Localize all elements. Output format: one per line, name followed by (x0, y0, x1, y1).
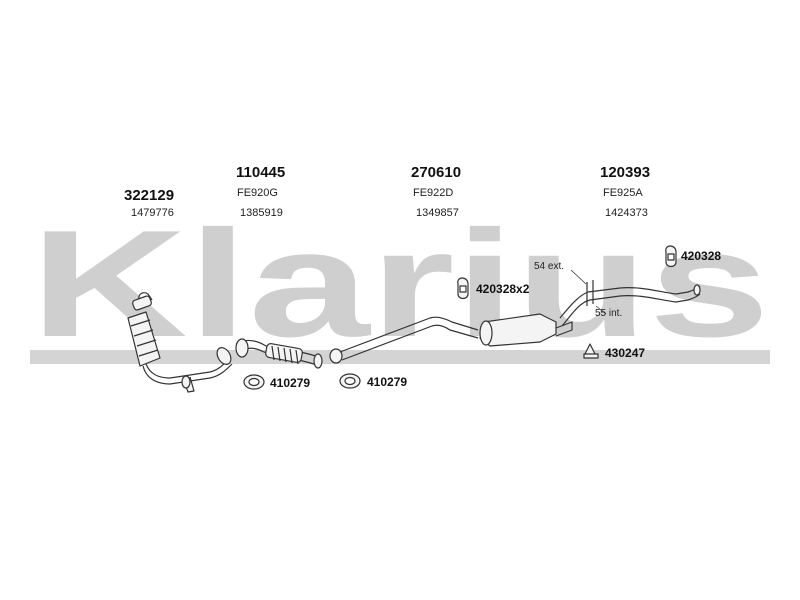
part-number-270610: 270610 (411, 164, 462, 181)
code-fe925a: FE925A (603, 187, 643, 199)
catalytic-converter (127, 292, 233, 393)
part-number-322129: 322129 (124, 187, 175, 204)
hardware-label-430247: 430247 (605, 346, 646, 360)
note-55-int: 55 int. (595, 308, 623, 319)
ref-number-1349857: 1349857 (416, 207, 459, 219)
hardware-label-420328x2: 420328x2 (476, 282, 530, 296)
rubber-hanger-icon (457, 277, 469, 300)
gasket-icon (243, 374, 265, 390)
hardware-label-420328: 420328 (681, 249, 722, 263)
middle-silencer (329, 313, 573, 364)
tail-pipe (559, 280, 701, 327)
leader-line-int (595, 305, 607, 315)
gasket-icon (339, 373, 361, 389)
part-number-120393: 120393 (600, 164, 651, 181)
front-pipe (216, 338, 323, 369)
ref-number-1479776: 1479776 (131, 207, 174, 219)
ref-number-1424373: 1424373 (605, 207, 648, 219)
code-fe922d: FE922D (413, 187, 454, 199)
hardware-label-410279-left: 410279 (270, 376, 311, 390)
note-54-ext: 54 ext. (534, 261, 565, 272)
leader-line-ext (570, 269, 587, 285)
ref-number-1385919: 1385919 (240, 207, 283, 219)
part-number-110445: 110445 (236, 164, 286, 181)
rubber-hanger-icon (665, 245, 677, 268)
code-fe920g: FE920G (237, 187, 278, 199)
hardware-label-410279-right: 410279 (367, 375, 408, 389)
mounting-bracket-icon (583, 343, 599, 359)
